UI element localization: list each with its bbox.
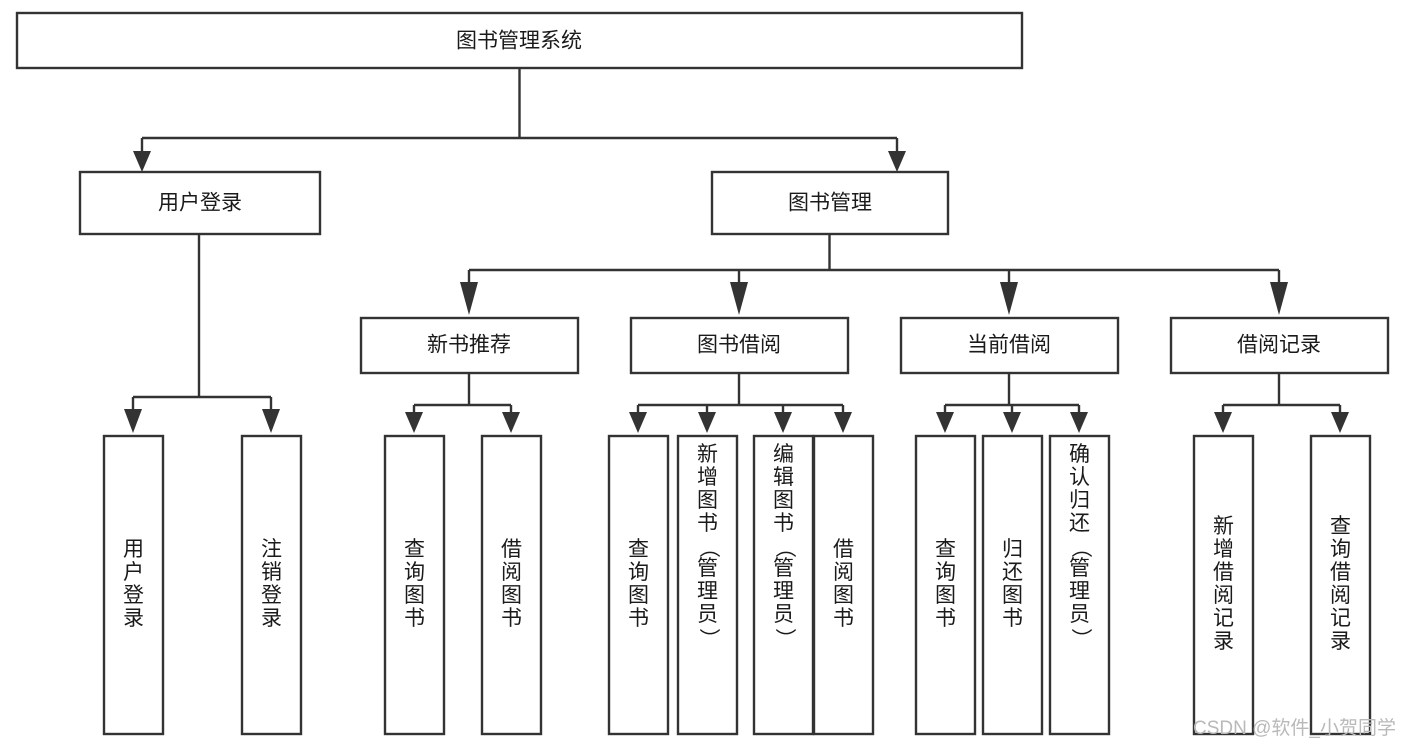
arrowhead-currentborrow-leaf1 <box>936 412 954 433</box>
node-book-borrow-box[interactable] <box>629 316 850 375</box>
leaf-box-book-borrow-1[interactable] <box>676 434 739 736</box>
arrowhead-currentborrow-leaf3 <box>1070 412 1088 433</box>
arrowhead-userlogin-leaf2 <box>262 409 280 433</box>
leaf-box-borrow-record-1[interactable] <box>1309 434 1372 736</box>
arrowhead-borrowrecord <box>1270 282 1288 315</box>
node-book-borrow-label: 图书借阅 <box>697 334 781 357</box>
arrowhead-currentborrow-leaf2 <box>1003 412 1021 433</box>
arrowhead-currentborrow <box>1000 282 1018 315</box>
leaf-box-borrow-record-0[interactable] <box>1192 434 1255 736</box>
arrowhead-userlogin-leaf1 <box>124 409 142 433</box>
node-borrow-record-box[interactable] <box>1169 316 1390 375</box>
leaf-box-new-book-0[interactable] <box>383 434 446 736</box>
leaf-box-user-login-0[interactable] <box>102 434 165 736</box>
arrowhead-bookborrow-leaf4 <box>834 412 852 433</box>
arrowhead-newbook <box>460 282 478 315</box>
arrowhead-borrowrecord-leaf2 <box>1331 412 1349 433</box>
leaf-box-current-borrow-1[interactable] <box>981 434 1044 736</box>
arrowhead-bookborrow-leaf3 <box>774 412 792 433</box>
node-new-book-recommend-label: 新书推荐 <box>427 334 511 357</box>
arrowhead-borrowrecord-leaf1 <box>1214 412 1232 433</box>
arrowhead-book-mgmt <box>888 151 906 172</box>
node-current-borrow-label: 当前借阅 <box>967 334 1051 357</box>
node-current-borrow-box[interactable] <box>899 316 1120 375</box>
leaf-box-book-borrow-3[interactable] <box>812 434 875 736</box>
connector-layer <box>124 68 1349 433</box>
arrowhead-newbook-leaf1 <box>405 412 423 433</box>
node-layer: 图书管理系统 用户登录 图书管理 新书推荐 图书借阅 当前借阅 借阅记录 <box>15 11 1390 736</box>
node-root-box[interactable] <box>15 11 1024 70</box>
node-user-login-box[interactable] <box>78 170 322 236</box>
leaf-box-book-borrow-0[interactable] <box>607 434 670 736</box>
leaf-box-book-borrow-2[interactable] <box>752 434 815 736</box>
node-root-label: 图书管理系统 <box>456 30 582 53</box>
node-borrow-record-label: 借阅记录 <box>1237 334 1321 357</box>
node-book-mgmt-box[interactable] <box>710 170 950 236</box>
arrowhead-newbook-leaf2 <box>502 412 520 433</box>
node-user-login-label: 用户登录 <box>158 192 242 215</box>
arrowhead-bookborrow <box>730 282 748 315</box>
leaf-box-user-login-1[interactable] <box>240 434 303 736</box>
node-new-book-recommend-box[interactable] <box>359 316 580 375</box>
arrowhead-bookborrow-leaf2 <box>698 412 716 433</box>
leaf-box-current-borrow-2[interactable] <box>1048 434 1111 736</box>
arrowhead-user-login <box>133 151 151 172</box>
arrowhead-bookborrow-leaf1 <box>629 412 647 433</box>
node-book-mgmt-label: 图书管理 <box>788 192 872 215</box>
leaf-box-current-borrow-0[interactable] <box>914 434 977 736</box>
leaf-box-new-book-1[interactable] <box>480 434 543 736</box>
